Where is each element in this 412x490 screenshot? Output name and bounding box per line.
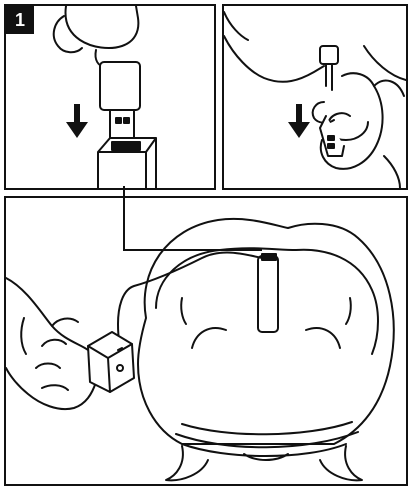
usb-plug-illustration <box>6 6 214 188</box>
device-foot-left <box>166 446 208 480</box>
panel-cable-hand <box>222 4 408 190</box>
small-plug <box>320 46 338 64</box>
usb-connector <box>110 110 134 140</box>
down-arrow-icon <box>66 104 88 138</box>
cable-hand-illustration <box>224 6 406 188</box>
panel-usb-plug: 1 <box>4 4 216 190</box>
device-slot <box>258 256 278 332</box>
device-illustration <box>6 198 406 484</box>
device-edge <box>224 36 324 82</box>
device-foot-right <box>320 446 362 480</box>
hand-outline <box>6 278 98 409</box>
thumb-outline <box>54 16 82 52</box>
usb-plug-body <box>100 62 140 110</box>
down-arrow-icon <box>288 104 310 138</box>
panel-device <box>4 196 408 486</box>
hand-outline <box>66 6 139 48</box>
step-number-badge: 1 <box>6 6 34 34</box>
plug-cube <box>88 332 134 392</box>
